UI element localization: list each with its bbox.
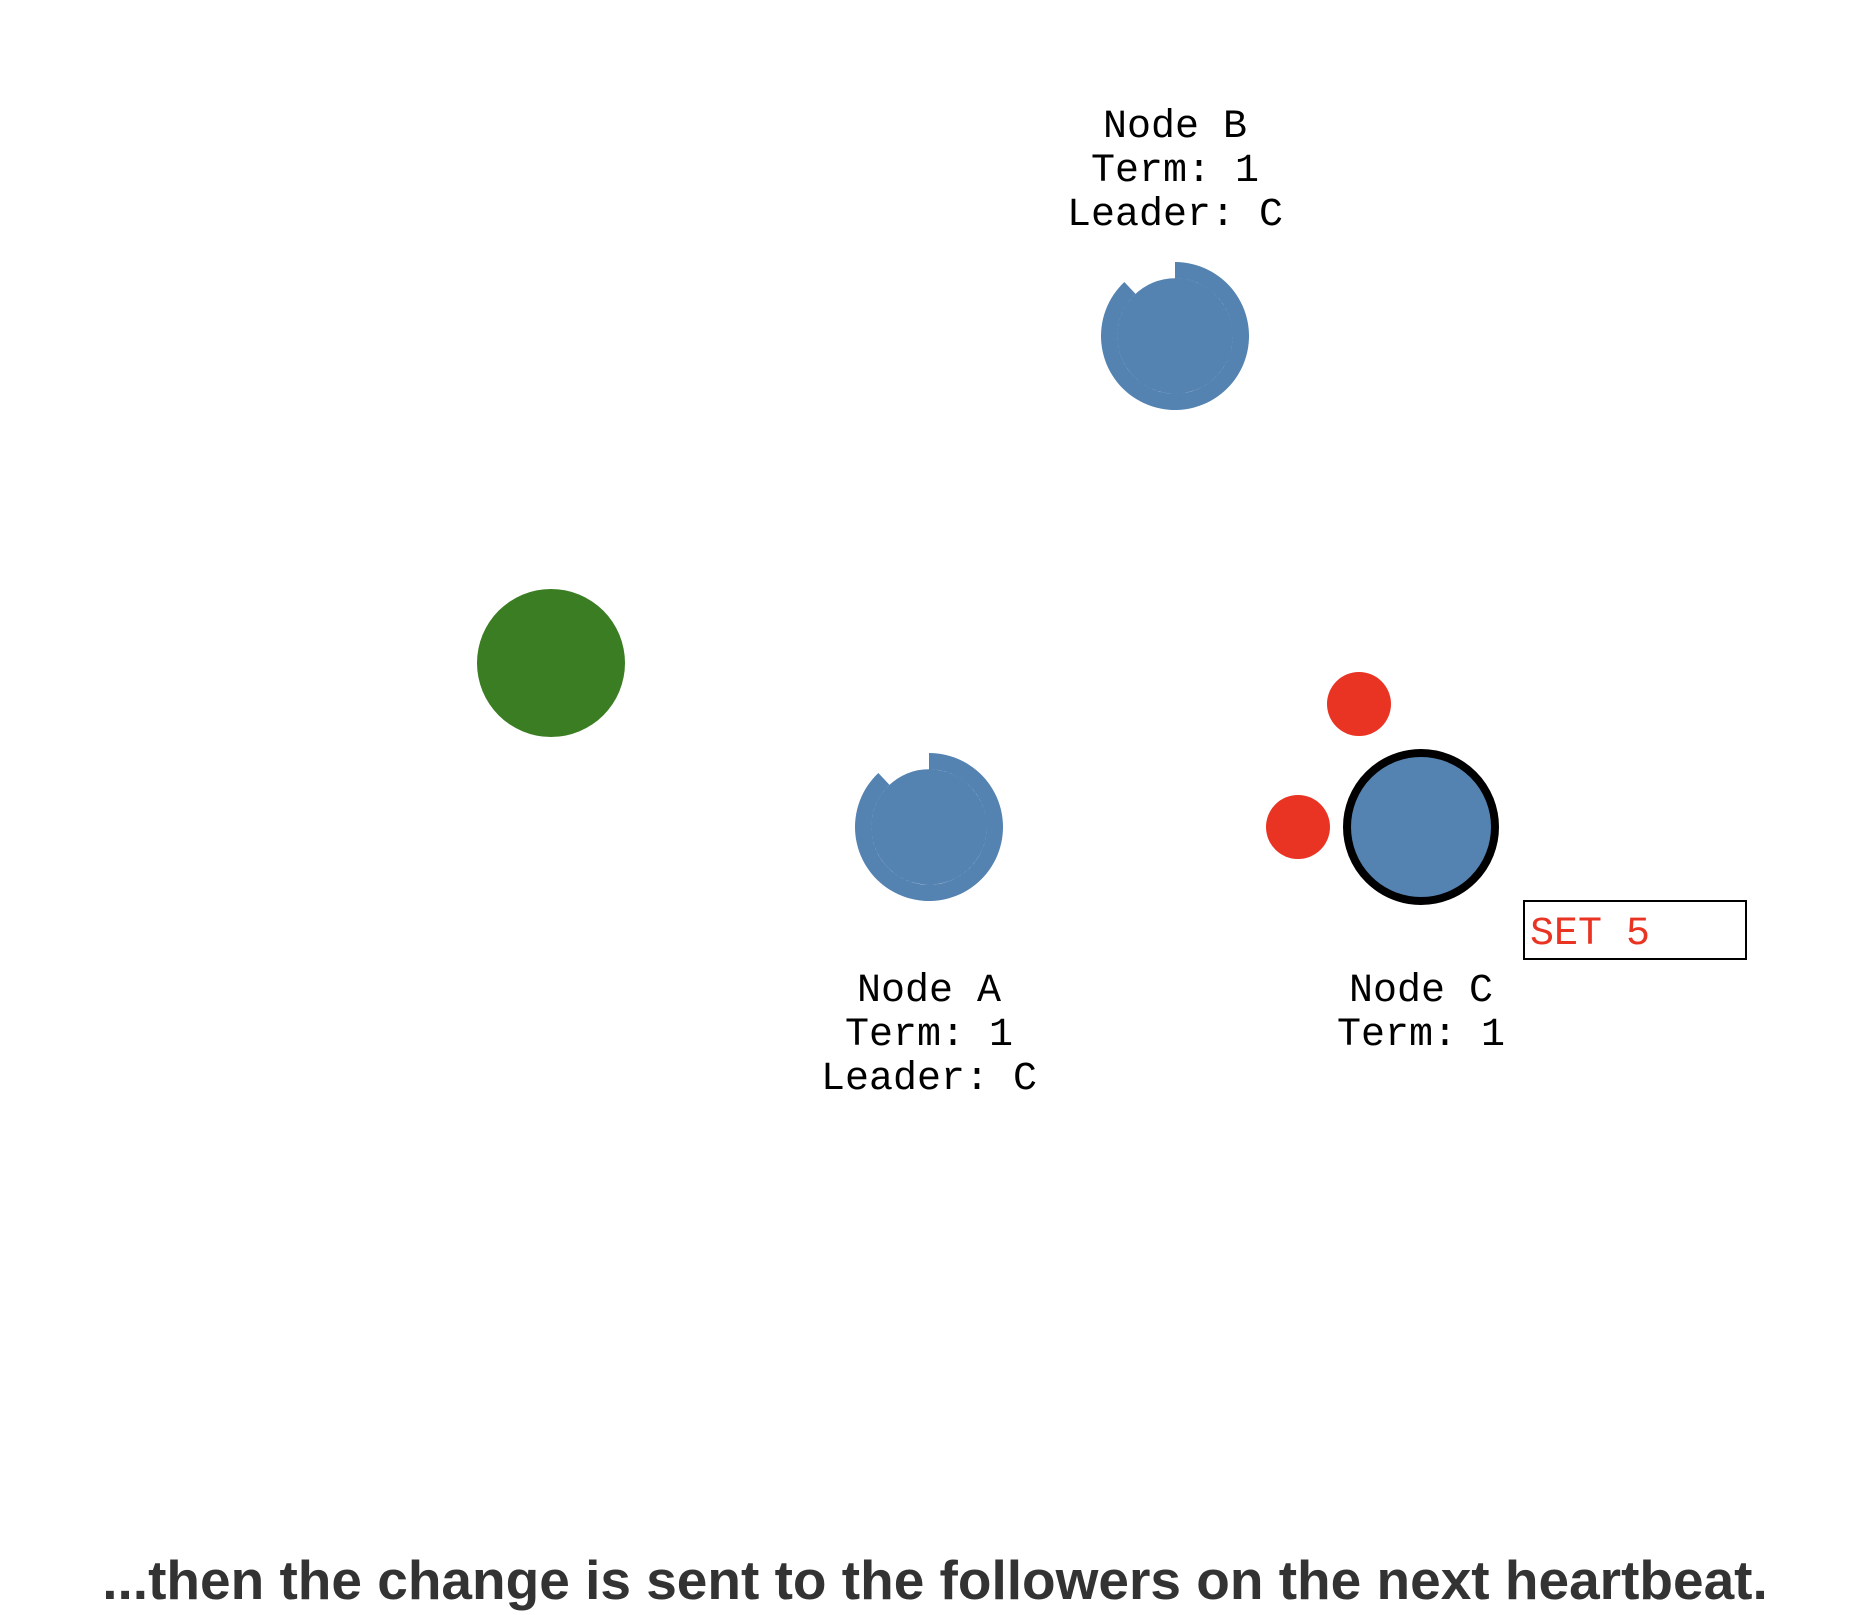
node-a-term: Term: 1 <box>845 1013 1013 1058</box>
append-entries-message <box>1327 672 1391 736</box>
node-c-name: Node C <box>1349 969 1493 1014</box>
node-b-timeout-circle <box>1101 262 1249 410</box>
client-node[interactable] <box>477 589 625 737</box>
node-c-log: SET 5 <box>1523 900 1747 960</box>
node-b-leader: Leader: C <box>1067 193 1283 238</box>
node-c[interactable]: Node C Term: 1 <box>1337 749 1505 1058</box>
node-b-term: Term: 1 <box>1091 149 1259 194</box>
node-c-leader-circle <box>1343 749 1499 905</box>
node-b[interactable]: Node B Term: 1 Leader: C <box>1067 105 1283 410</box>
node-c-term: Term: 1 <box>1337 1013 1505 1058</box>
node-a-name: Node A <box>857 969 1001 1014</box>
node-a-timeout-circle <box>855 753 1003 902</box>
node-a-leader: Leader: C <box>821 1057 1037 1102</box>
append-entries-message <box>1266 795 1330 859</box>
node-b-name: Node B <box>1103 105 1247 150</box>
caption: ...then the change is sent to the follow… <box>102 1549 1768 1611</box>
log-entry-text: SET 5 <box>1530 912 1650 957</box>
log-entry-box <box>1523 900 1747 960</box>
node-a[interactable]: Node A Term: 1 Leader: C <box>821 753 1037 1102</box>
